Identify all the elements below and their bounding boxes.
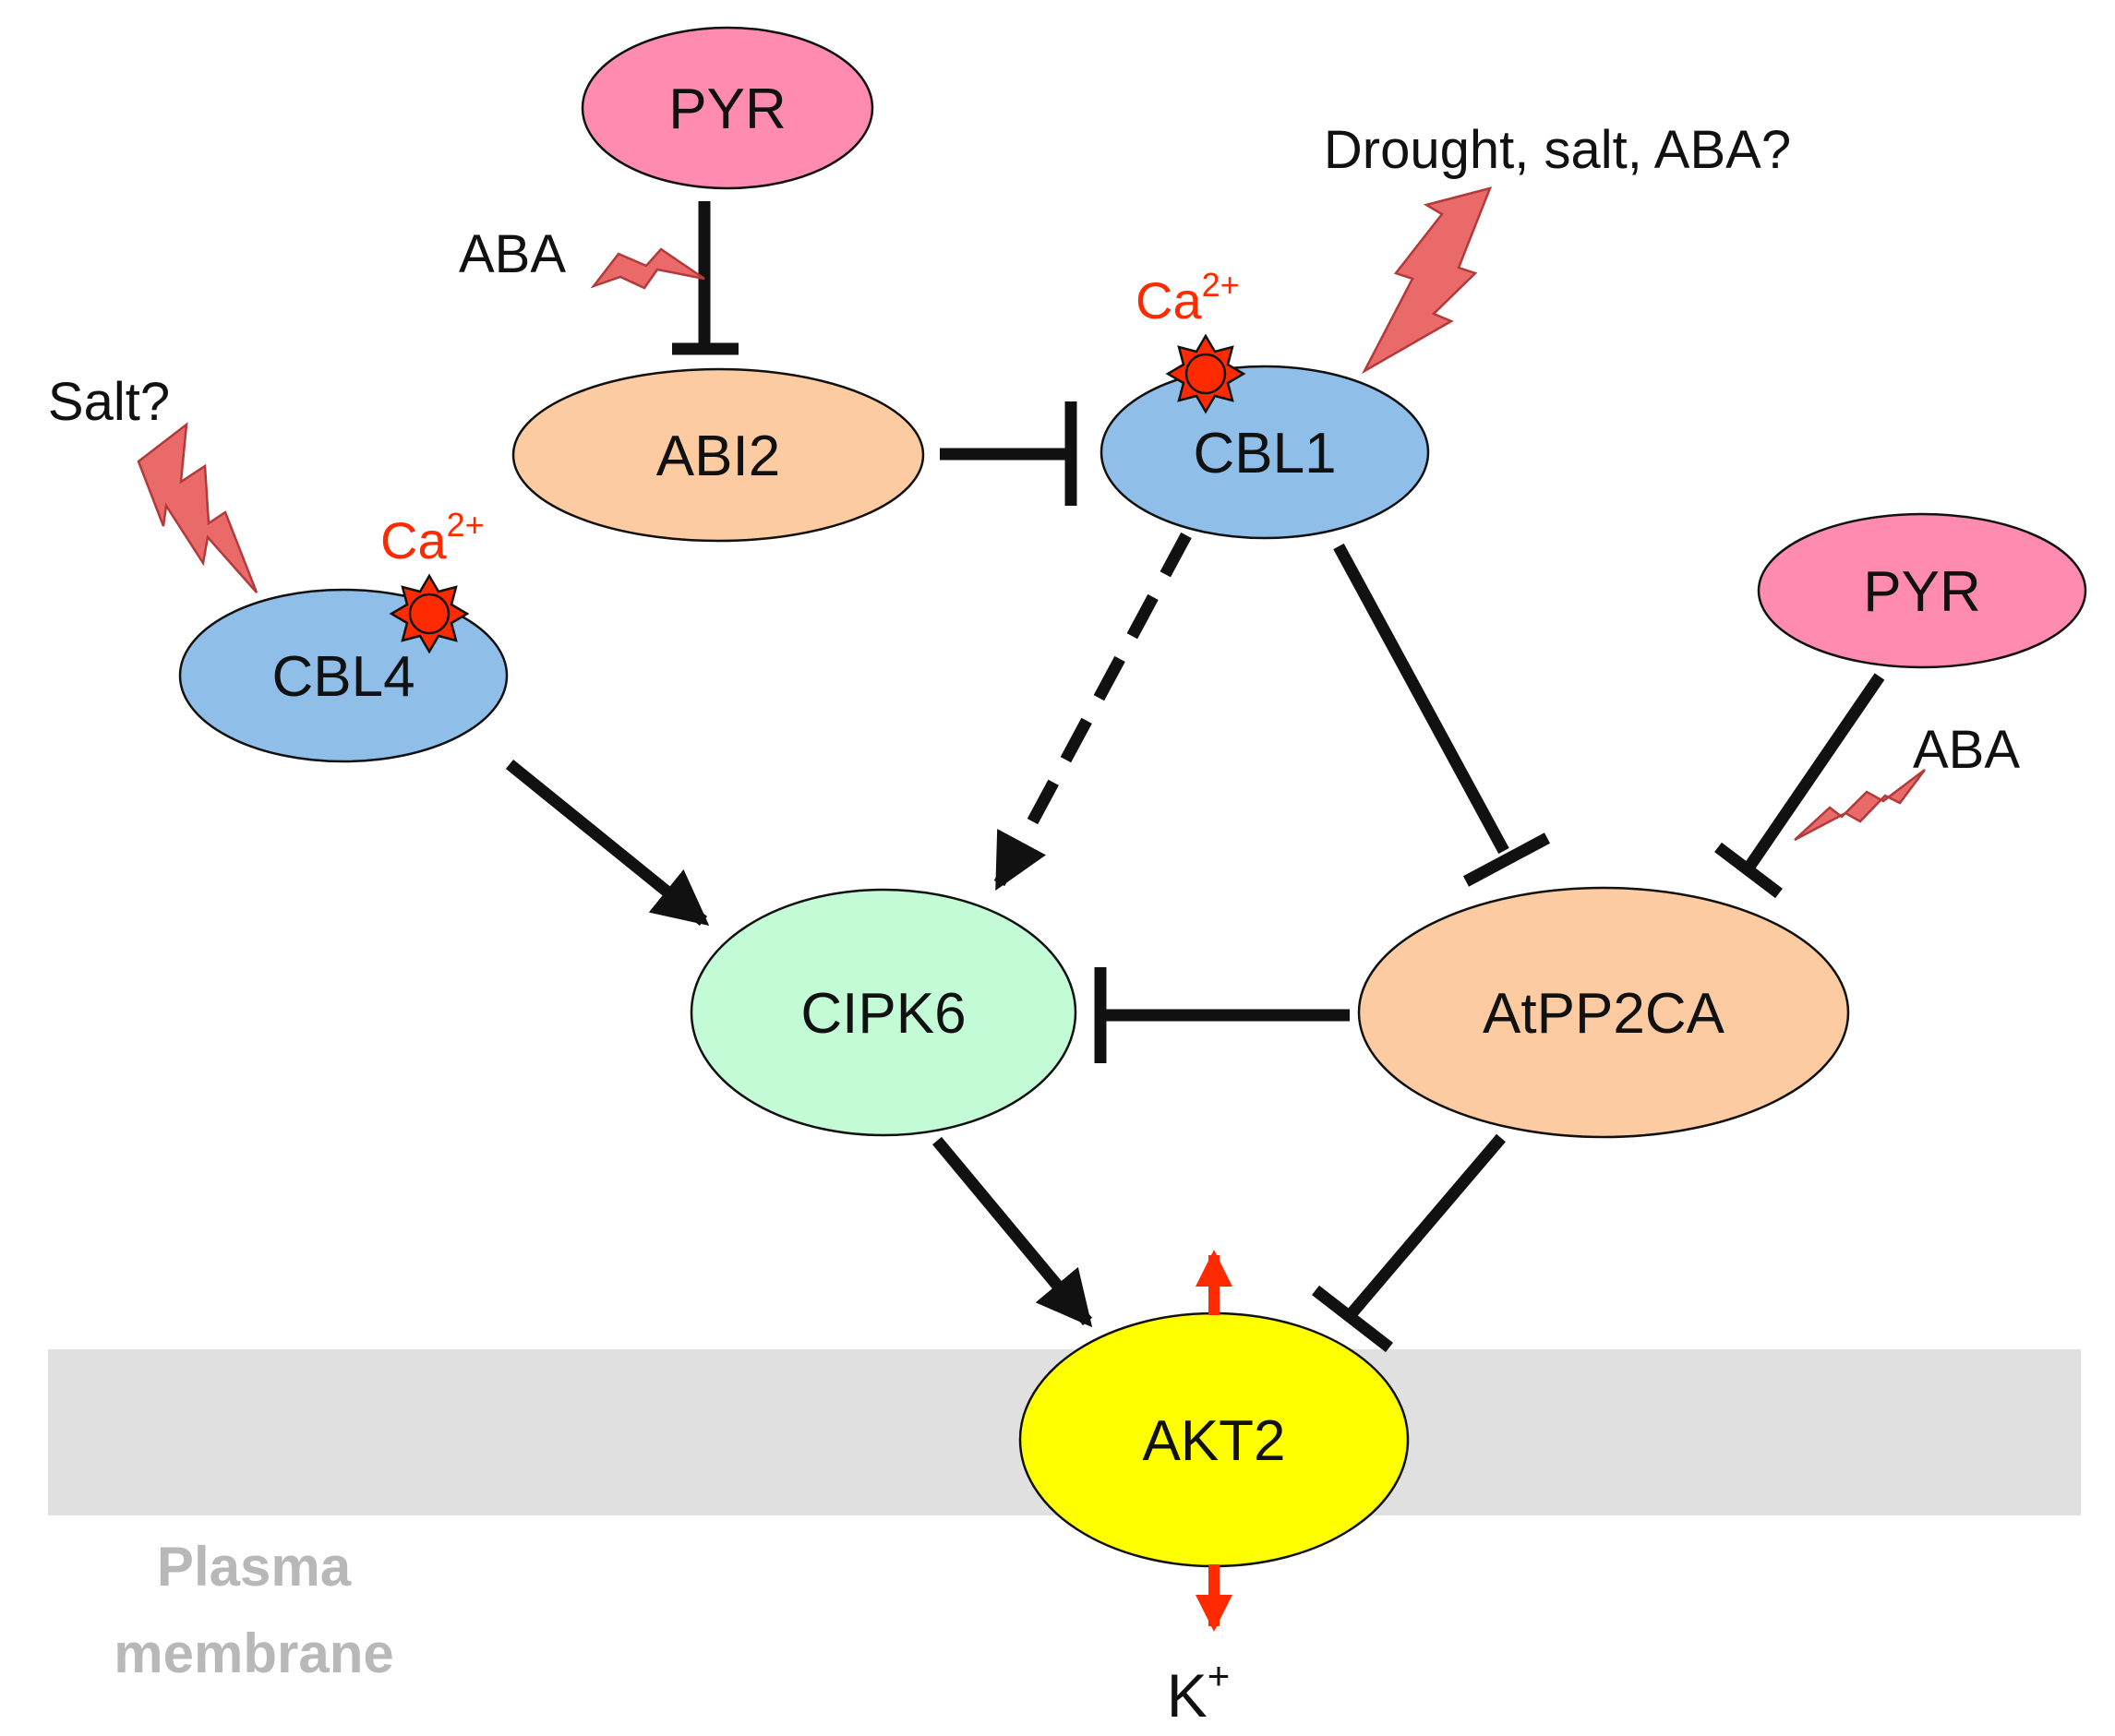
node-pyr-right-label: PYR [1863,560,1980,624]
node-akt2-label: AKT2 [1142,1409,1285,1473]
node-cipk6-shape [690,888,1077,1137]
node-pyr-right: PYR [1757,512,2087,669]
lightning-icon-aba-top [590,247,705,290]
node-atpp2ca-label: AtPP2CA [1483,982,1725,1046]
lightning-icon-salt [137,422,258,593]
stimulus-label-aba-right: ABA [1913,720,2020,780]
membrane-label-line2: membrane [114,1622,393,1684]
stimulus-label-drought: Drought, salt, ABA? [1324,120,1791,180]
edge-cbl1-to-cipk6 [993,532,1192,892]
edge-cipk6-to-akt2 [932,1136,1093,1328]
lightning-icon-drought [1361,186,1493,375]
lightning-icon-aba-right [1794,769,1926,842]
node-atpp2ca-shape [1357,886,1850,1139]
edge-atpp2ca-to-akt2 [1343,1133,1506,1323]
stimulus-label-salt: Salt? [48,372,170,432]
node-cipk6-label: CIPK6 [800,982,966,1046]
node-cbl1-label: CBL1 [1193,422,1336,485]
node-pyr-right-shape [1757,512,2087,669]
calcium-dot-icon [1184,353,1227,395]
calcium-marker-cbl4: Ca2+ [380,506,485,654]
node-pyr-top-shape [581,26,874,190]
node-pyr-top-label: PYR [668,78,786,141]
membrane-label-line1: Plasma [157,1536,352,1598]
node-pyr-top: PYR [581,26,874,190]
edge-pyr-to-atpp2ca [1742,673,1885,873]
calcium-dot-icon [408,593,451,635]
edge-cbl4-to-cipk6 [505,759,710,927]
calcium-label-cbl4: Ca2+ [380,506,485,569]
node-abi2: ABI2 [511,367,925,543]
node-abi2-label: ABI2 [656,425,780,488]
node-cbl1: CBL1 [1100,365,1430,540]
node-cbl4-label: CBL4 [271,645,415,709]
edge-cbl1-to-atpp2ca [1333,543,1509,855]
potassium-ion-label: K+ [1167,1654,1231,1730]
node-cipk6: CIPK6 [690,888,1077,1137]
stimulus-label-aba-top: ABA [459,224,566,284]
node-akt2: AKT2 [1018,1311,1410,1568]
inhibition-bar-akt2 [1312,1285,1393,1353]
calcium-label-cbl1: Ca2+ [1136,266,1240,329]
node-cbl1-shape [1100,365,1430,540]
node-atpp2ca: AtPP2CA [1357,886,1850,1139]
inhibition-bar-atpp2ca-left [1462,832,1551,887]
inhibition-bar-atpp2ca-right [1714,842,1783,899]
calcium-marker-cbl1: Ca2+ [1136,266,1246,414]
node-abi2-shape [511,367,925,543]
